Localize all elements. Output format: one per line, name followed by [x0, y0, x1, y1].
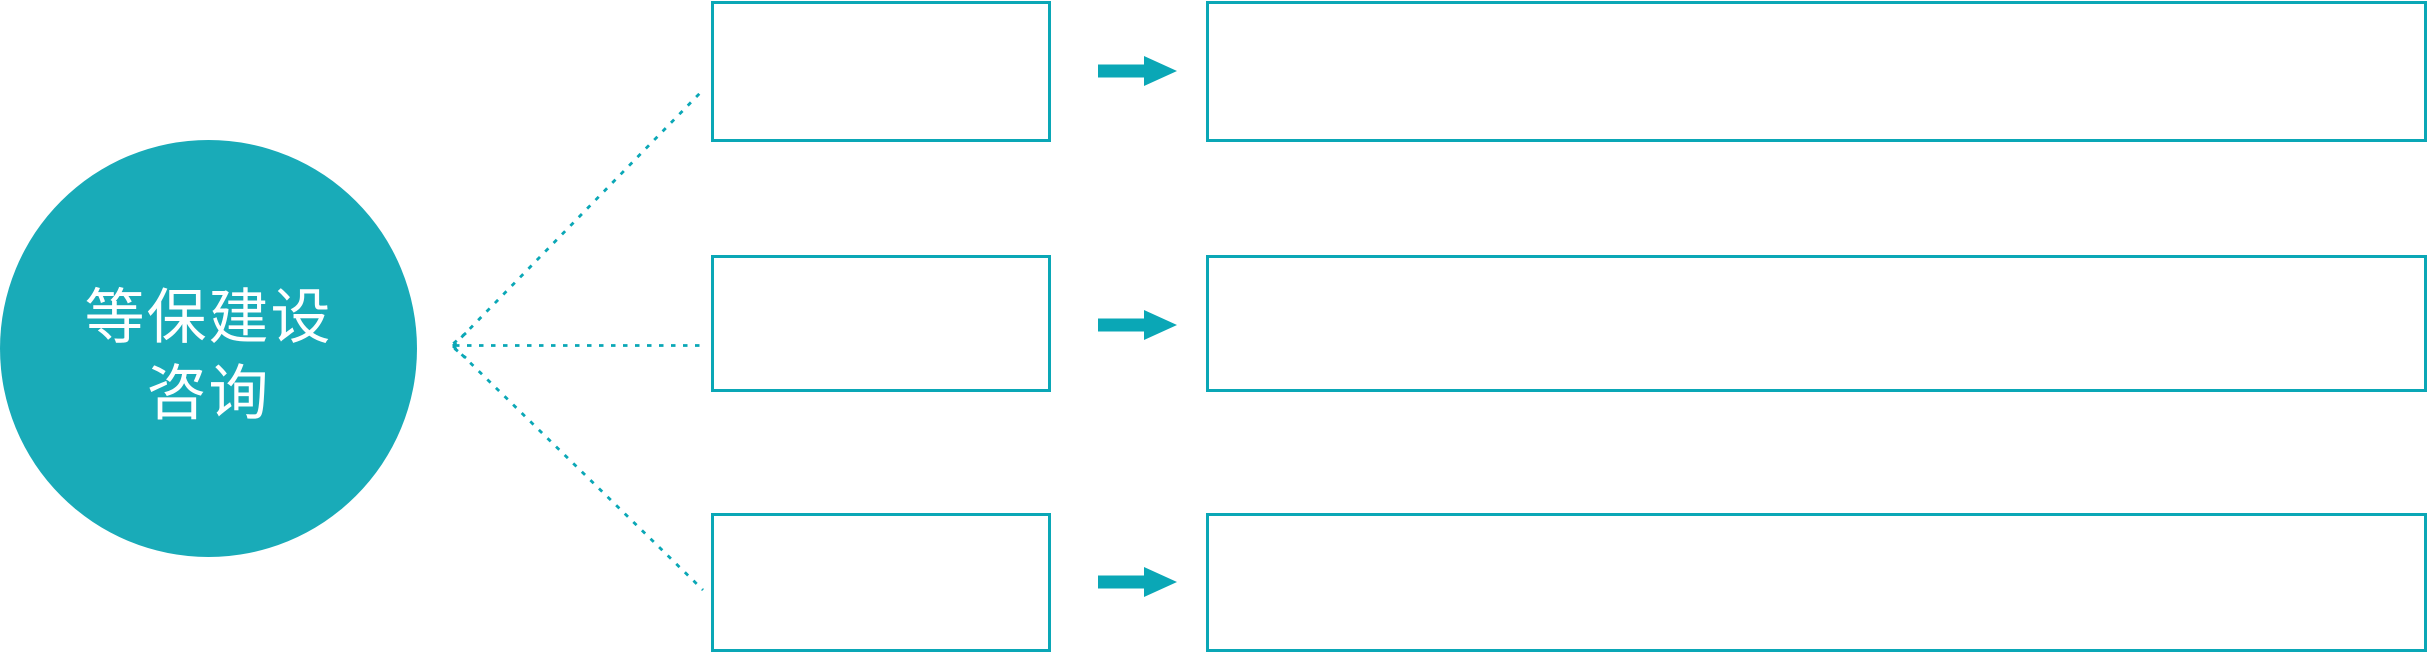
- topic-circle-label: 等保建设 咨询: [85, 280, 333, 432]
- topic-circle: 等保建设 咨询: [0, 140, 417, 557]
- block-arrow-icon-1: [1098, 56, 1177, 86]
- dotted-connector-bottom: [452, 344, 704, 592]
- block-arrow-icon-3: [1098, 567, 1177, 597]
- open-arrowhead-icon: [448, 331, 467, 360]
- block-arrow-icon-2: [1098, 310, 1177, 340]
- detail-box-3: [1206, 513, 2427, 652]
- topic-circle-label-line1: 等保建设: [84, 283, 333, 351]
- step-box-3: [711, 513, 1051, 652]
- detail-box-2: [1206, 255, 2427, 392]
- topic-circle-label-line2: 咨询: [146, 359, 271, 427]
- step-box-2: [711, 255, 1051, 392]
- dotted-connector-top: [451, 89, 705, 347]
- step-box-1: [711, 1, 1051, 142]
- detail-box-1: [1206, 1, 2427, 142]
